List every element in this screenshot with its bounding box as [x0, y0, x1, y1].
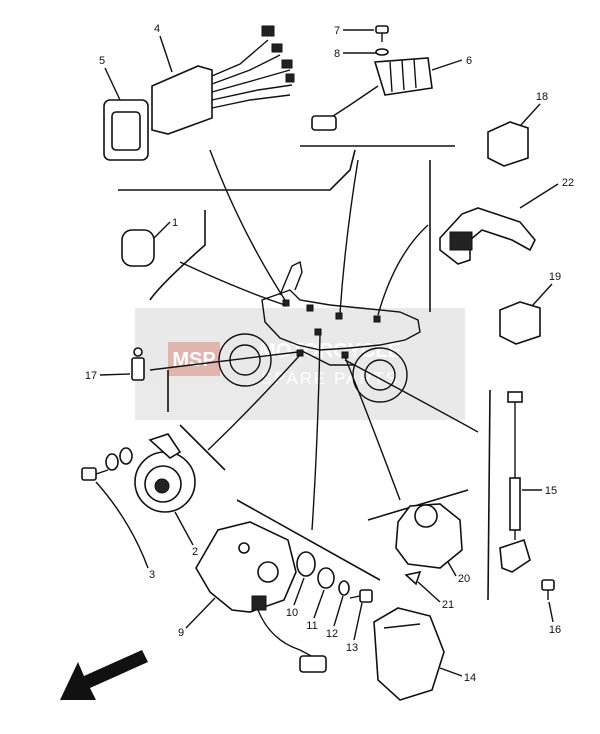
callout-22: 22 — [562, 177, 574, 189]
motorcycle-outline — [218, 260, 421, 403]
part-1-capacitor — [121, 229, 155, 267]
part-19-relay — [499, 301, 541, 345]
front-direction-arrow-icon — [60, 650, 148, 700]
part-20-switch — [395, 503, 463, 569]
part-10-grommet — [296, 551, 316, 577]
callout-9: 9 — [178, 627, 184, 639]
part-7-screw — [375, 25, 389, 42]
leader-2 — [207, 354, 301, 451]
callout-8: 8 — [334, 48, 340, 60]
callout-12: 12 — [326, 628, 338, 640]
callout-17: 17 — [85, 370, 97, 382]
leader-20 — [344, 356, 401, 501]
callout-11: 11 — [306, 620, 317, 632]
part-22-bracket — [439, 207, 536, 265]
callout-7: 7 — [334, 25, 340, 37]
part-5-connector-cover — [103, 99, 149, 161]
callout-16: 16 — [549, 624, 561, 636]
part-3-bolt-set — [81, 447, 133, 481]
callout-14: 14 — [464, 672, 476, 684]
leader-15 — [344, 359, 479, 433]
group-bracket-1 — [149, 210, 206, 301]
callout-5: 5 — [99, 55, 105, 67]
leader-1 — [179, 261, 286, 306]
callout-19: 19 — [549, 271, 561, 283]
part-4-relay-unit — [151, 25, 295, 135]
callout-21: 21 — [442, 599, 454, 611]
callout-18: 18 — [536, 91, 548, 103]
callout-13: 13 — [346, 642, 358, 654]
part-11-collar — [317, 567, 335, 589]
group-bracket-2-3 — [179, 424, 226, 471]
callout-1: 1 — [172, 217, 178, 229]
part-21-grommet — [404, 570, 422, 586]
callout-20: 20 — [458, 573, 470, 585]
leader-6 — [339, 159, 359, 314]
group-bracket-15-16 — [487, 389, 491, 601]
part-2-horn — [134, 433, 196, 513]
part-9-switch-assembly — [195, 521, 327, 673]
leader-9 — [311, 334, 321, 531]
watermark-badge — [168, 342, 220, 376]
callout-15: 15 — [545, 485, 557, 497]
part-18-relay — [487, 121, 529, 167]
watermark: MSP MOTORCYCLE SPARE PARTS — [135, 308, 465, 420]
callout-2: 2 — [192, 546, 198, 558]
leader-4 — [209, 149, 286, 301]
leader-17 — [149, 351, 299, 371]
callout-3: 3 — [149, 569, 155, 581]
part-12-washer — [338, 580, 350, 596]
part-14-cover — [373, 607, 445, 701]
part-6-regulator — [311, 57, 433, 131]
watermark-line-1: MOTORCYCLE — [259, 340, 401, 362]
group-bracket-4-5 — [118, 149, 356, 191]
part-16-screw — [541, 579, 555, 600]
part-17-switch — [131, 347, 145, 381]
part-15-lead-assembly — [499, 391, 531, 573]
group-bracket-9-13 — [236, 499, 381, 581]
leader-22 — [377, 224, 429, 316]
callout-10: 10 — [286, 607, 298, 619]
callout-6: 6 — [466, 55, 472, 67]
callout-4: 4 — [154, 23, 160, 35]
watermark-badge-text: MSP — [172, 349, 215, 371]
part-13-bolt — [349, 589, 373, 603]
part-8-washer — [375, 48, 389, 56]
watermark-line-2: SPARE PARTS — [261, 369, 399, 388]
